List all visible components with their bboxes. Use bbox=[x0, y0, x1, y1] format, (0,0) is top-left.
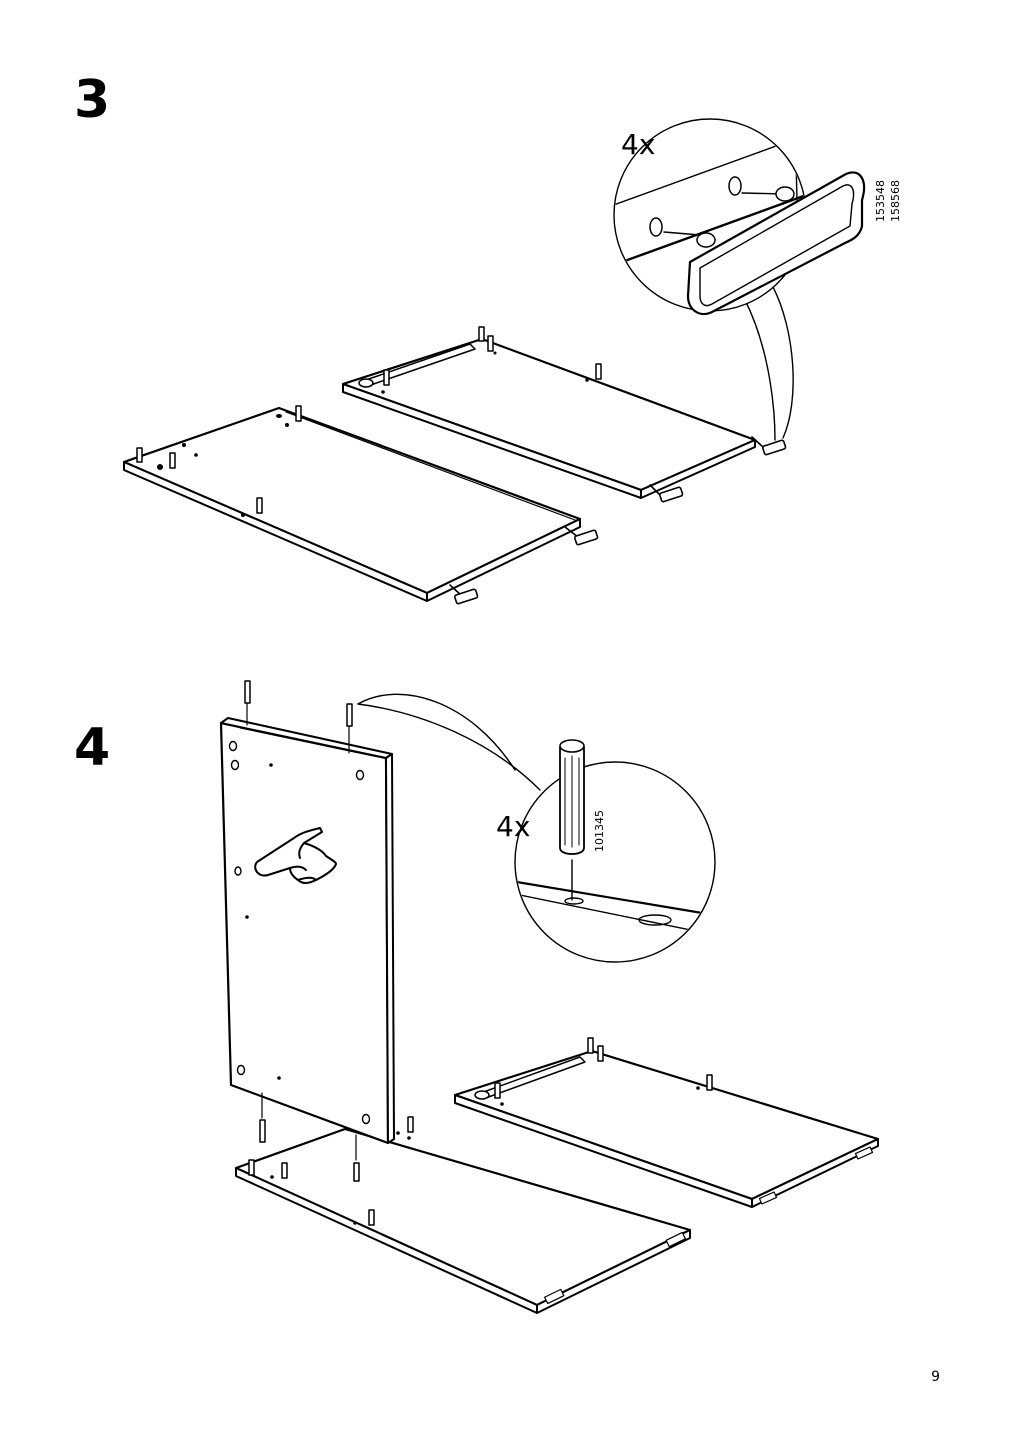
glide-icon bbox=[686, 171, 866, 316]
pointing-hand-icon bbox=[254, 827, 337, 884]
dowel-icon bbox=[248, 1116, 414, 1226]
dowel-icon bbox=[559, 739, 585, 855]
step-3-quantity: 4x bbox=[621, 128, 655, 161]
step-4-quantity: 4x bbox=[496, 810, 530, 843]
step-3-number: 3 bbox=[74, 70, 111, 130]
step-4-bottom-panel bbox=[234, 1116, 692, 1314]
dowel-icon bbox=[244, 680, 353, 1143]
step-3-part-number-2: 158568 bbox=[889, 180, 902, 222]
step-4-side-panel bbox=[219, 680, 395, 1161]
step-4-illustration: 4x 101345 bbox=[219, 680, 880, 1314]
dowel-icon bbox=[136, 405, 302, 514]
dowel-icon bbox=[494, 1037, 713, 1099]
step-3-right-panel bbox=[341, 326, 787, 503]
step-4-detail-callout: 4x 101345 bbox=[357, 693, 716, 963]
step-4-number: 4 bbox=[74, 718, 111, 778]
step-3-left-panel bbox=[122, 405, 599, 605]
step-4-right-panel bbox=[453, 1037, 880, 1208]
glide-icon bbox=[449, 526, 599, 605]
dowel-icon bbox=[383, 326, 602, 386]
page-number: 9 bbox=[931, 1369, 940, 1385]
step-3-illustration: 4x 153548 158568 bbox=[122, 118, 902, 605]
step-3-part-number-1: 153548 bbox=[874, 180, 887, 222]
glide-icon bbox=[649, 436, 787, 503]
step-3-detail-callout: 4x 153548 158568 bbox=[613, 118, 902, 441]
step-4-part-number: 101345 bbox=[593, 810, 606, 852]
